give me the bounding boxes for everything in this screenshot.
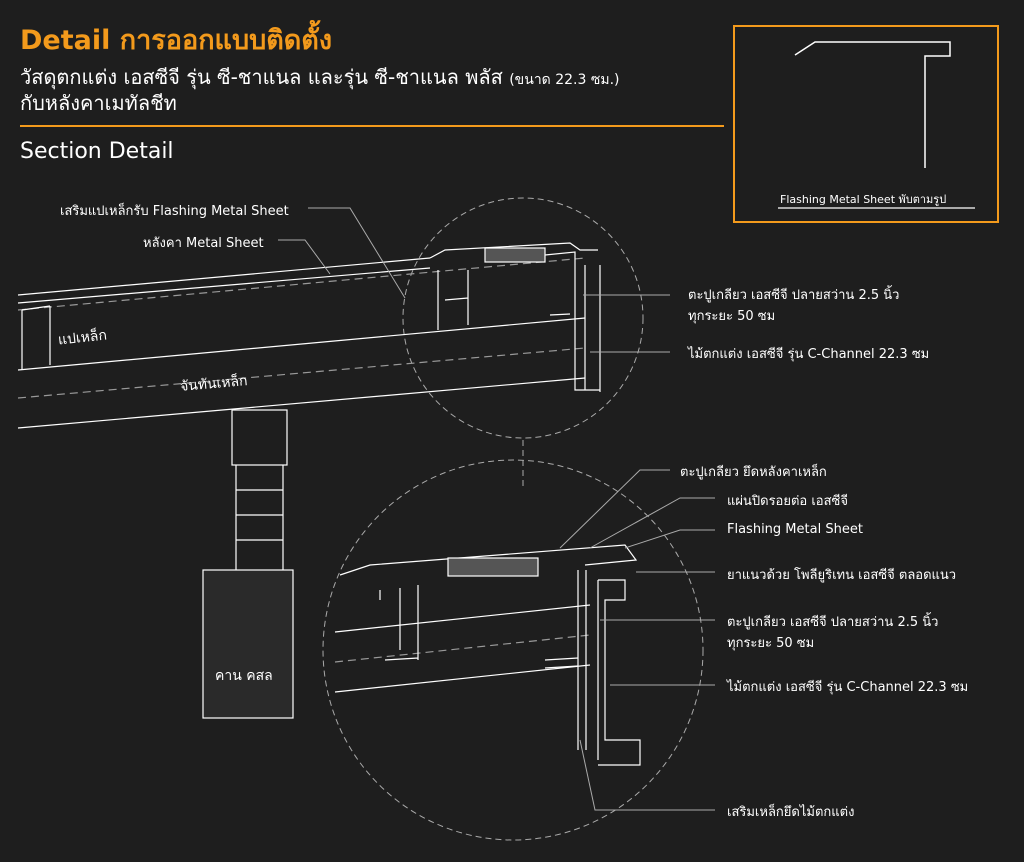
label-screw1-line1: ตะปูเกลียว เอสซีจี ปลายสว่าน 2.5 นิ้ว — [688, 288, 900, 303]
label-screw2-line2: ทุกระยะ 50 ซม — [727, 636, 815, 651]
label-flashing-reinforce: เสริมแปเหล็กรับ Flashing Metal Sheet — [60, 204, 289, 219]
label-trim1: ไม้ตกแต่ง เอสซีจี รุ่น C-Channel 22.3 ซม — [688, 347, 930, 362]
label-flashing: Flashing Metal Sheet — [727, 522, 863, 537]
page-title: Detail การออกแบบติดตั้ง — [20, 25, 333, 56]
header-divider — [20, 125, 724, 127]
column-beam — [202, 409, 294, 719]
label-roof-metal: หลังคา Metal Sheet — [143, 236, 264, 251]
inset-label: Flashing Metal Sheet พับตามรูป — [780, 193, 947, 206]
label-trim2: ไม้ตกแต่ง เอสซีจี รุ่น C-Channel 22.3 ซม — [727, 680, 969, 695]
page-subtitle: วัสดุตกแต่ง เอสซีจี รุ่น ซี-ชาแนล และรุ่… — [20, 66, 720, 115]
label-screw1-line2: ทุกระยะ 50 ซม — [688, 309, 776, 324]
label-steel-reinforce: เสริมเหล็กยึดไม้ตกแต่ง — [727, 805, 855, 820]
label-screw2-line1: ตะปูเกลียว เอสซีจี ปลายสว่าน 2.5 นิ้ว — [727, 615, 939, 630]
subtitle-line2: กับหลังคาเมทัลชีท — [20, 91, 177, 115]
label-beam: คาน คสล — [215, 668, 273, 684]
label-joint-plate: แผ่นปิดรอยต่อ เอสซีจี — [727, 494, 848, 509]
inset-box — [733, 25, 999, 223]
section-heading: Section Detail — [20, 139, 174, 164]
detail-structure — [334, 544, 641, 766]
label-sealant: ยาแนวด้วย โพลียูริเทน เอสซีจี ตลอดแนว — [727, 568, 957, 583]
subtitle-main: วัสดุตกแต่ง เอสซีจี รุ่น ซี-ชาแนล และรุ่… — [20, 65, 503, 89]
subtitle-size: (ขนาด 22.3 ซม.) — [509, 72, 620, 88]
detail-circle-top — [402, 197, 644, 439]
roof-structure — [17, 242, 601, 429]
label-screw-roof: ตะปูเกลียว ยึดหลังคาเหล็ก — [680, 465, 827, 480]
leader-lines — [278, 207, 715, 811]
inset-flashing-shape — [794, 41, 951, 168]
detail-circle-bottom — [322, 459, 704, 841]
